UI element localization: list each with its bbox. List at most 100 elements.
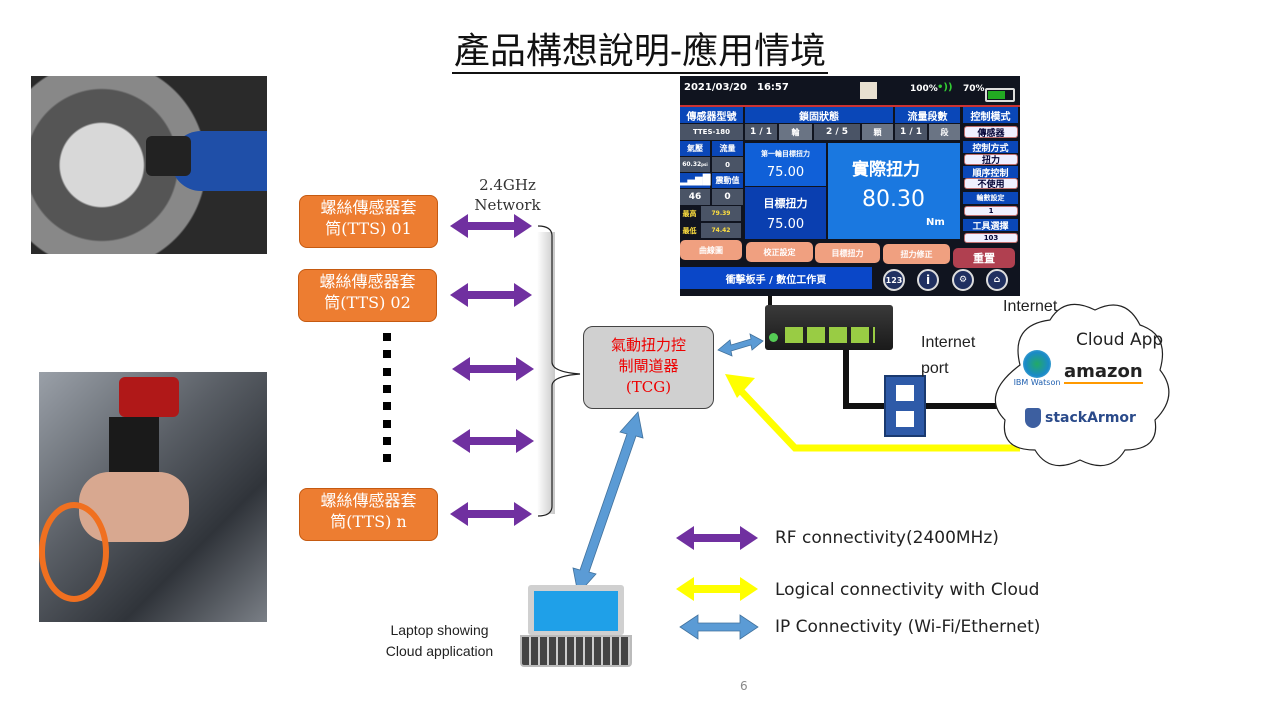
tcg-label: (TCG)	[625, 378, 672, 396]
calibration-button[interactable]: 校正設定	[746, 242, 813, 262]
settings-gear-icon[interactable]: ⚙	[952, 269, 974, 291]
sensor-label: 筒(TTS) 02	[324, 293, 411, 312]
pressure-number: 60.32	[682, 161, 702, 168]
signal-value: 46	[680, 189, 710, 205]
target-label: 目標扭力	[763, 196, 808, 210]
ip-arrow-tcg-laptop	[572, 411, 644, 595]
header-status: 鎖固狀態	[745, 107, 893, 123]
max-value: 79.39	[701, 206, 741, 221]
tool-field[interactable]: 103	[964, 233, 1018, 243]
stackarmor-text: stackArmor	[1045, 410, 1136, 426]
header-flow: 流量段數	[895, 107, 960, 123]
tcg-gateway-box: 氣動扭力控制閘道器 (TCG)	[583, 326, 714, 409]
legend-ip-arrow	[679, 614, 759, 640]
ethernet-cable	[843, 350, 1000, 409]
bracket	[537, 225, 581, 517]
sensor-box-n: 螺絲傳感器套筒(TTS) n	[299, 488, 438, 541]
numpad-icon[interactable]: 123	[883, 269, 905, 291]
target-value: 75.00	[766, 216, 805, 232]
amazon-logo: amazon	[1064, 361, 1143, 384]
target-panel: 目標扭力 75.00	[745, 187, 826, 239]
seq-label: 順序控制	[963, 166, 1018, 179]
seq-button[interactable]: 不使用	[964, 178, 1018, 190]
count-unit: 顆	[862, 124, 893, 140]
controller-screen: 2021/03/20 16:57 100% •)) 70% 傳感器型號 鎖固狀態…	[680, 76, 1020, 296]
screen-date: 2021/03/20	[684, 82, 747, 93]
bracket-shadow	[537, 232, 555, 514]
sensor-label: 筒(TTS) 01	[325, 219, 412, 238]
cloud-logical-arrowhead	[725, 374, 755, 398]
first-target-panel: 第一輪目標扭力 75.00	[745, 143, 826, 186]
sensor-label: 螺絲傳感器套	[320, 491, 417, 510]
tool-label: 工具選擇	[963, 219, 1018, 232]
rf-arrow	[450, 283, 532, 307]
cloud-logical-line	[739, 389, 1020, 452]
page-number: 6	[740, 679, 748, 693]
shield-icon	[1025, 408, 1041, 428]
network-label-line: 2.4GHz	[479, 176, 536, 194]
tcg-label: 制閘道器	[618, 357, 679, 375]
pressure-unit: psi	[701, 162, 708, 167]
rf-arrow	[452, 429, 534, 453]
ellipsis-dots	[383, 333, 391, 462]
first-target-value: 75.00	[766, 165, 805, 180]
home-icon[interactable]: ⌂	[986, 269, 1008, 291]
stackarmor-logo: stackArmor	[1025, 408, 1136, 428]
curve-button[interactable]: 曲線圖	[680, 240, 742, 260]
legend-rf: RF connectivity(2400MHz)	[775, 528, 999, 548]
torque-correction-button[interactable]: 扭力修正	[883, 244, 950, 264]
rounds-label: 輪數設定	[963, 192, 1018, 204]
flow-reading: 0	[712, 157, 743, 172]
min-value: 74.42	[701, 223, 741, 238]
rf-arrow	[450, 214, 532, 238]
network-label-line: Network	[474, 196, 541, 214]
header-mode: 控制模式	[963, 107, 1018, 123]
cloud-app-label: Cloud App	[1076, 330, 1164, 350]
target-torque-button[interactable]: 目標扭力	[815, 243, 880, 263]
battery-percent: 70%	[963, 84, 985, 94]
rf-arrow	[450, 502, 532, 526]
wifi-strength: 100%	[910, 84, 938, 94]
tcg-label: 氣動扭力控	[610, 336, 686, 354]
photo-hand-torque-tool	[39, 372, 267, 622]
pressure-label: 氣壓	[680, 141, 710, 156]
screen-time: 16:57	[757, 82, 789, 93]
internet-port-label-line: Internet	[921, 334, 976, 351]
ctrl-method-label: 控制方式	[963, 141, 1018, 154]
photo-wheel-impact-wrench	[31, 76, 267, 254]
sensor-box-01: 螺絲傳感器套筒(TTS) 01	[299, 195, 438, 248]
rounds-field[interactable]: 1	[964, 206, 1018, 216]
torque-unit: Nm	[926, 217, 945, 228]
flow-value: 1 / 1	[895, 124, 927, 140]
vibration-label: 震動值	[712, 173, 743, 188]
mode-button[interactable]: 傳感器	[964, 126, 1018, 139]
actual-torque-panel: 實際扭力 80.30 Nm	[828, 143, 960, 239]
app-icon	[860, 82, 877, 99]
actual-torque-value: 80.30	[862, 187, 925, 212]
ip-arrow-tcg-switch	[717, 333, 764, 357]
legend-rf-arrow	[676, 526, 758, 550]
ibm-watson-text: IBM Watson	[1013, 378, 1061, 387]
legend-cloud: Logical connectivity with Cloud	[775, 580, 1040, 600]
ctrl-method-button[interactable]: 扭力	[964, 154, 1018, 166]
first-target-label: 第一輪目標扭力	[761, 150, 810, 158]
sensor-label: 螺絲傳感器套	[319, 272, 416, 291]
internet-label: Internet	[1003, 298, 1058, 315]
round-unit: 輪	[779, 124, 812, 140]
vibration-value: 0	[712, 189, 743, 205]
info-icon[interactable]: i	[917, 269, 939, 291]
reset-button[interactable]: 重置	[953, 248, 1015, 268]
page-title: 產品構想說明-應用情境	[451, 31, 829, 74]
battery-icon	[985, 88, 1015, 102]
wifi-icon: •))	[937, 82, 953, 93]
signal-icon: ▂▄▆█	[680, 173, 711, 188]
laptop-icon	[520, 585, 632, 669]
rf-arrow	[452, 357, 534, 381]
legend-cloud-arrow	[676, 577, 758, 601]
min-label: 最低	[682, 226, 697, 235]
